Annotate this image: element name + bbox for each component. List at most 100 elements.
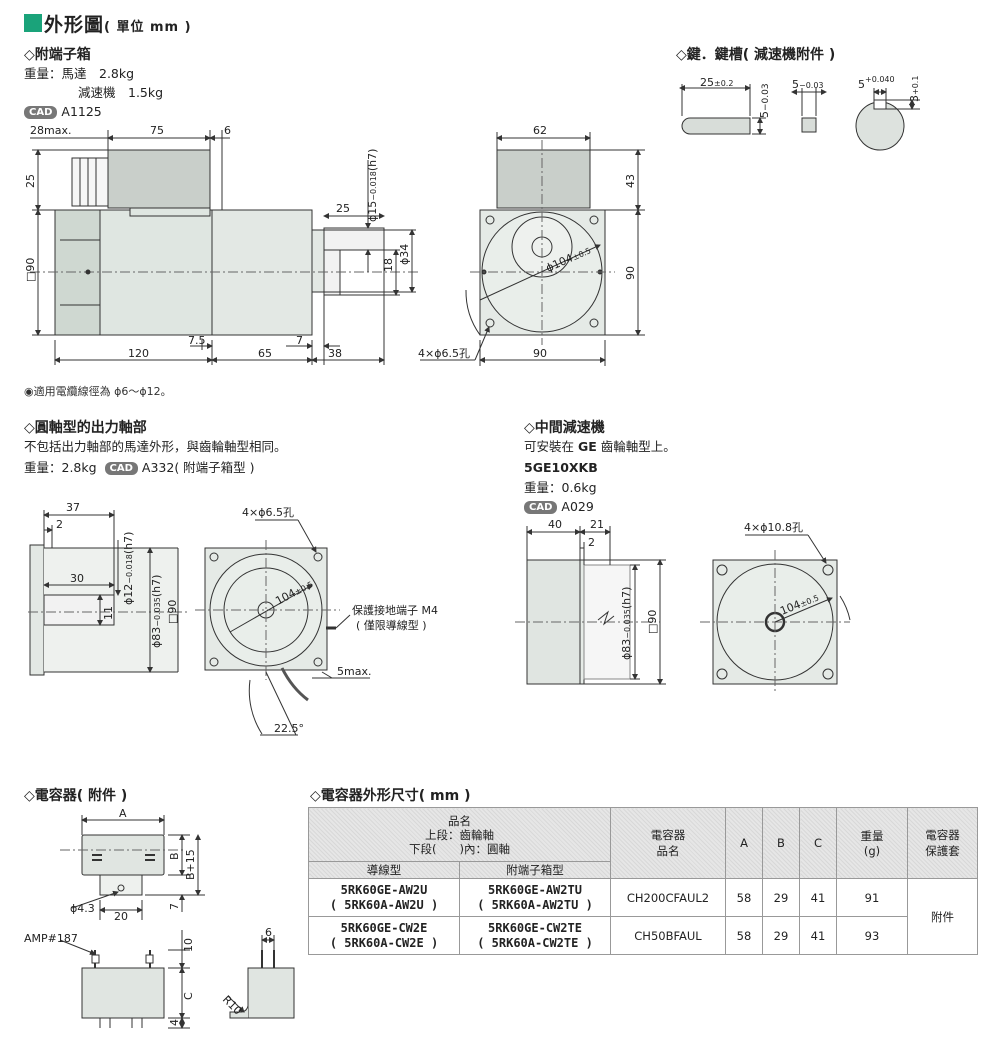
- cap-dim-6: 6: [265, 926, 272, 939]
- dim-25h: 25: [336, 202, 350, 215]
- dim-25v: 25: [24, 174, 37, 188]
- rs-dim-phi83: ϕ83−0.035(h7): [150, 575, 163, 648]
- rs-dim-5max: 5max.: [337, 665, 371, 678]
- cap-dim-4: 4: [168, 1019, 181, 1026]
- cap-dim-7: 7: [168, 903, 181, 910]
- capacitor-title: ◇電容器( 附件 ): [24, 788, 128, 804]
- round-shaft-drawing: [28, 510, 370, 736]
- ig-dim-90sq: □90: [646, 610, 659, 634]
- rs-dim-holes: 4×ϕ6.5孔: [242, 506, 294, 519]
- intermediate-gearhead-drawing: [515, 526, 851, 694]
- dim-phi15: ϕ15−0.018(h7): [366, 149, 379, 222]
- cell-box: 5RK60GE-AW2TU ( 5RK60A-AW2TU ): [459, 878, 611, 917]
- key-dim-5c: 5+0.040: [858, 75, 895, 91]
- front-dim-lines: [420, 132, 645, 366]
- round-shaft-desc: 不包括出力軸部的馬達外形，與齒輪軸型相同。: [24, 439, 287, 454]
- key-dim-5b: 5−0.03: [792, 78, 824, 91]
- cap-amp-label: AMP#187: [24, 932, 78, 945]
- ge-label: GE: [577, 439, 597, 454]
- table-row: 5RK60GE-CW2E ( 5RK60A-CW2E ) 5RK60GE-CW2…: [308, 916, 978, 955]
- title-accent-block: [24, 14, 42, 32]
- cell-cap: CH200CFAUL2: [610, 878, 726, 917]
- cap-table-title: ◇電容器外形尺寸( mm ): [310, 788, 471, 804]
- intermediate-desc: 可安裝在 GE 齒輪軸型上。: [524, 439, 676, 454]
- dim-holes: 4×ϕ6.5孔: [418, 347, 470, 360]
- dim-90sq: □90: [24, 258, 37, 282]
- cell-cover: 附件: [907, 878, 978, 955]
- cap-dim-20: 20: [114, 910, 128, 923]
- rs-dim-22-5: 22.5°: [274, 722, 304, 735]
- dim-7-5: 7.5: [188, 334, 206, 347]
- th-capacitor-name: 電容器 品名: [610, 807, 726, 879]
- cap-dim-B: B: [168, 852, 181, 860]
- cad-code: A029: [561, 499, 594, 514]
- dim-90v: 90: [624, 266, 637, 280]
- th-C: C: [799, 807, 837, 879]
- motor-side-view: [30, 149, 420, 336]
- cell-A: 58: [725, 916, 763, 955]
- rs-dim-2: 2: [56, 518, 63, 531]
- cell-C: 41: [799, 878, 837, 917]
- rs-dim-30: 30: [70, 572, 84, 585]
- key-dim-3: 3+0.1: [908, 76, 921, 102]
- rs-dim-90sq: □90: [166, 600, 179, 624]
- cap-dim-C: C: [182, 992, 195, 1000]
- cap-dim-phi4-3: ϕ4.3: [70, 902, 95, 915]
- cell-lead: 5RK60GE-CW2E ( 5RK60A-CW2E ): [308, 916, 460, 955]
- intermediate-title: ◇中間減速機: [524, 420, 605, 436]
- cell-weight: 91: [836, 878, 908, 917]
- cell-weight: 93: [836, 916, 908, 955]
- key-dim-5a: 5−0.03: [758, 83, 771, 118]
- rs-dim-37: 37: [66, 501, 80, 514]
- motor-front-view: [465, 140, 615, 345]
- dim-65: 65: [258, 347, 272, 360]
- key-drawing: [679, 84, 920, 151]
- dim-90h: 90: [533, 347, 547, 360]
- rs-dim-phi12: ϕ12−0.018(h7): [122, 532, 135, 605]
- round-shaft-weight: 重量：2.8kg: [24, 460, 97, 475]
- cap-dim-10: 10: [182, 938, 195, 952]
- unit-label: ( 單位 mm ): [104, 20, 192, 35]
- ig-dim-phi83: ϕ83−0.035(h7): [620, 587, 633, 660]
- table-row: 5RK60GE-AW2U ( 5RK60A-AW2U ) 5RK60GE-AW2…: [308, 878, 978, 955]
- intermediate-model: 5GE10XKB: [524, 460, 598, 475]
- terminal-box-weight-2: 減速機 1.5kg: [78, 85, 164, 100]
- ig-dim-holes: 4×ϕ10.8孔: [744, 521, 803, 534]
- cad-badge: CAD: [104, 462, 138, 475]
- ig-dim-40: 40: [548, 518, 562, 531]
- capacitor-size-table: 品名 上段：齒輪軸 下段( )內：圓軸 電容器 品名 A B C 重量 (g) …: [308, 807, 978, 955]
- cell-A: 58: [725, 878, 763, 917]
- terminal-box-weight-1: 重量：馬達 2.8kg: [24, 66, 135, 81]
- dim-6: 6: [224, 124, 231, 137]
- dim-18: 18: [382, 258, 395, 272]
- dim-43: 43: [624, 174, 637, 188]
- cell-B: 29: [762, 878, 800, 917]
- cad-badge: CAD: [24, 106, 58, 119]
- rs-ground-terminal: 保護接地端子 M4: [352, 603, 438, 617]
- dim-75: 75: [150, 124, 164, 137]
- cad-code: A1125: [61, 104, 102, 119]
- dim-phi34: ϕ34: [398, 244, 411, 265]
- th-A: A: [725, 807, 763, 879]
- cap-dim-A: A: [119, 807, 127, 820]
- rs-dim-11: 11: [102, 606, 115, 620]
- cable-note: ◉適用電纜線徑為 ϕ6～ϕ12。: [24, 385, 172, 398]
- side-dim-lines: [30, 130, 416, 365]
- cap-dim-B15: B+15: [184, 849, 197, 880]
- page-title: 外形圖( 單位 mm ): [44, 10, 192, 37]
- cell-box: 5RK60GE-CW2TE ( 5RK60A-CW2TE ): [459, 916, 611, 955]
- ig-dim-21: 21: [590, 518, 604, 531]
- ig-dim-2: 2: [588, 536, 595, 549]
- cad-badge: CAD: [524, 501, 558, 514]
- th-B: B: [762, 807, 800, 879]
- key-dim-25: 25±0.2: [700, 76, 733, 89]
- cell-C: 41: [799, 916, 837, 955]
- page-title-text: 外形圖: [44, 14, 105, 36]
- th-lead-type: 導線型: [308, 861, 460, 879]
- round-shaft-title: ◇圓軸型的出力軸部: [24, 420, 147, 436]
- th-cover: 電容器 保護套: [907, 807, 978, 879]
- capacitor-drawing: [59, 815, 295, 1029]
